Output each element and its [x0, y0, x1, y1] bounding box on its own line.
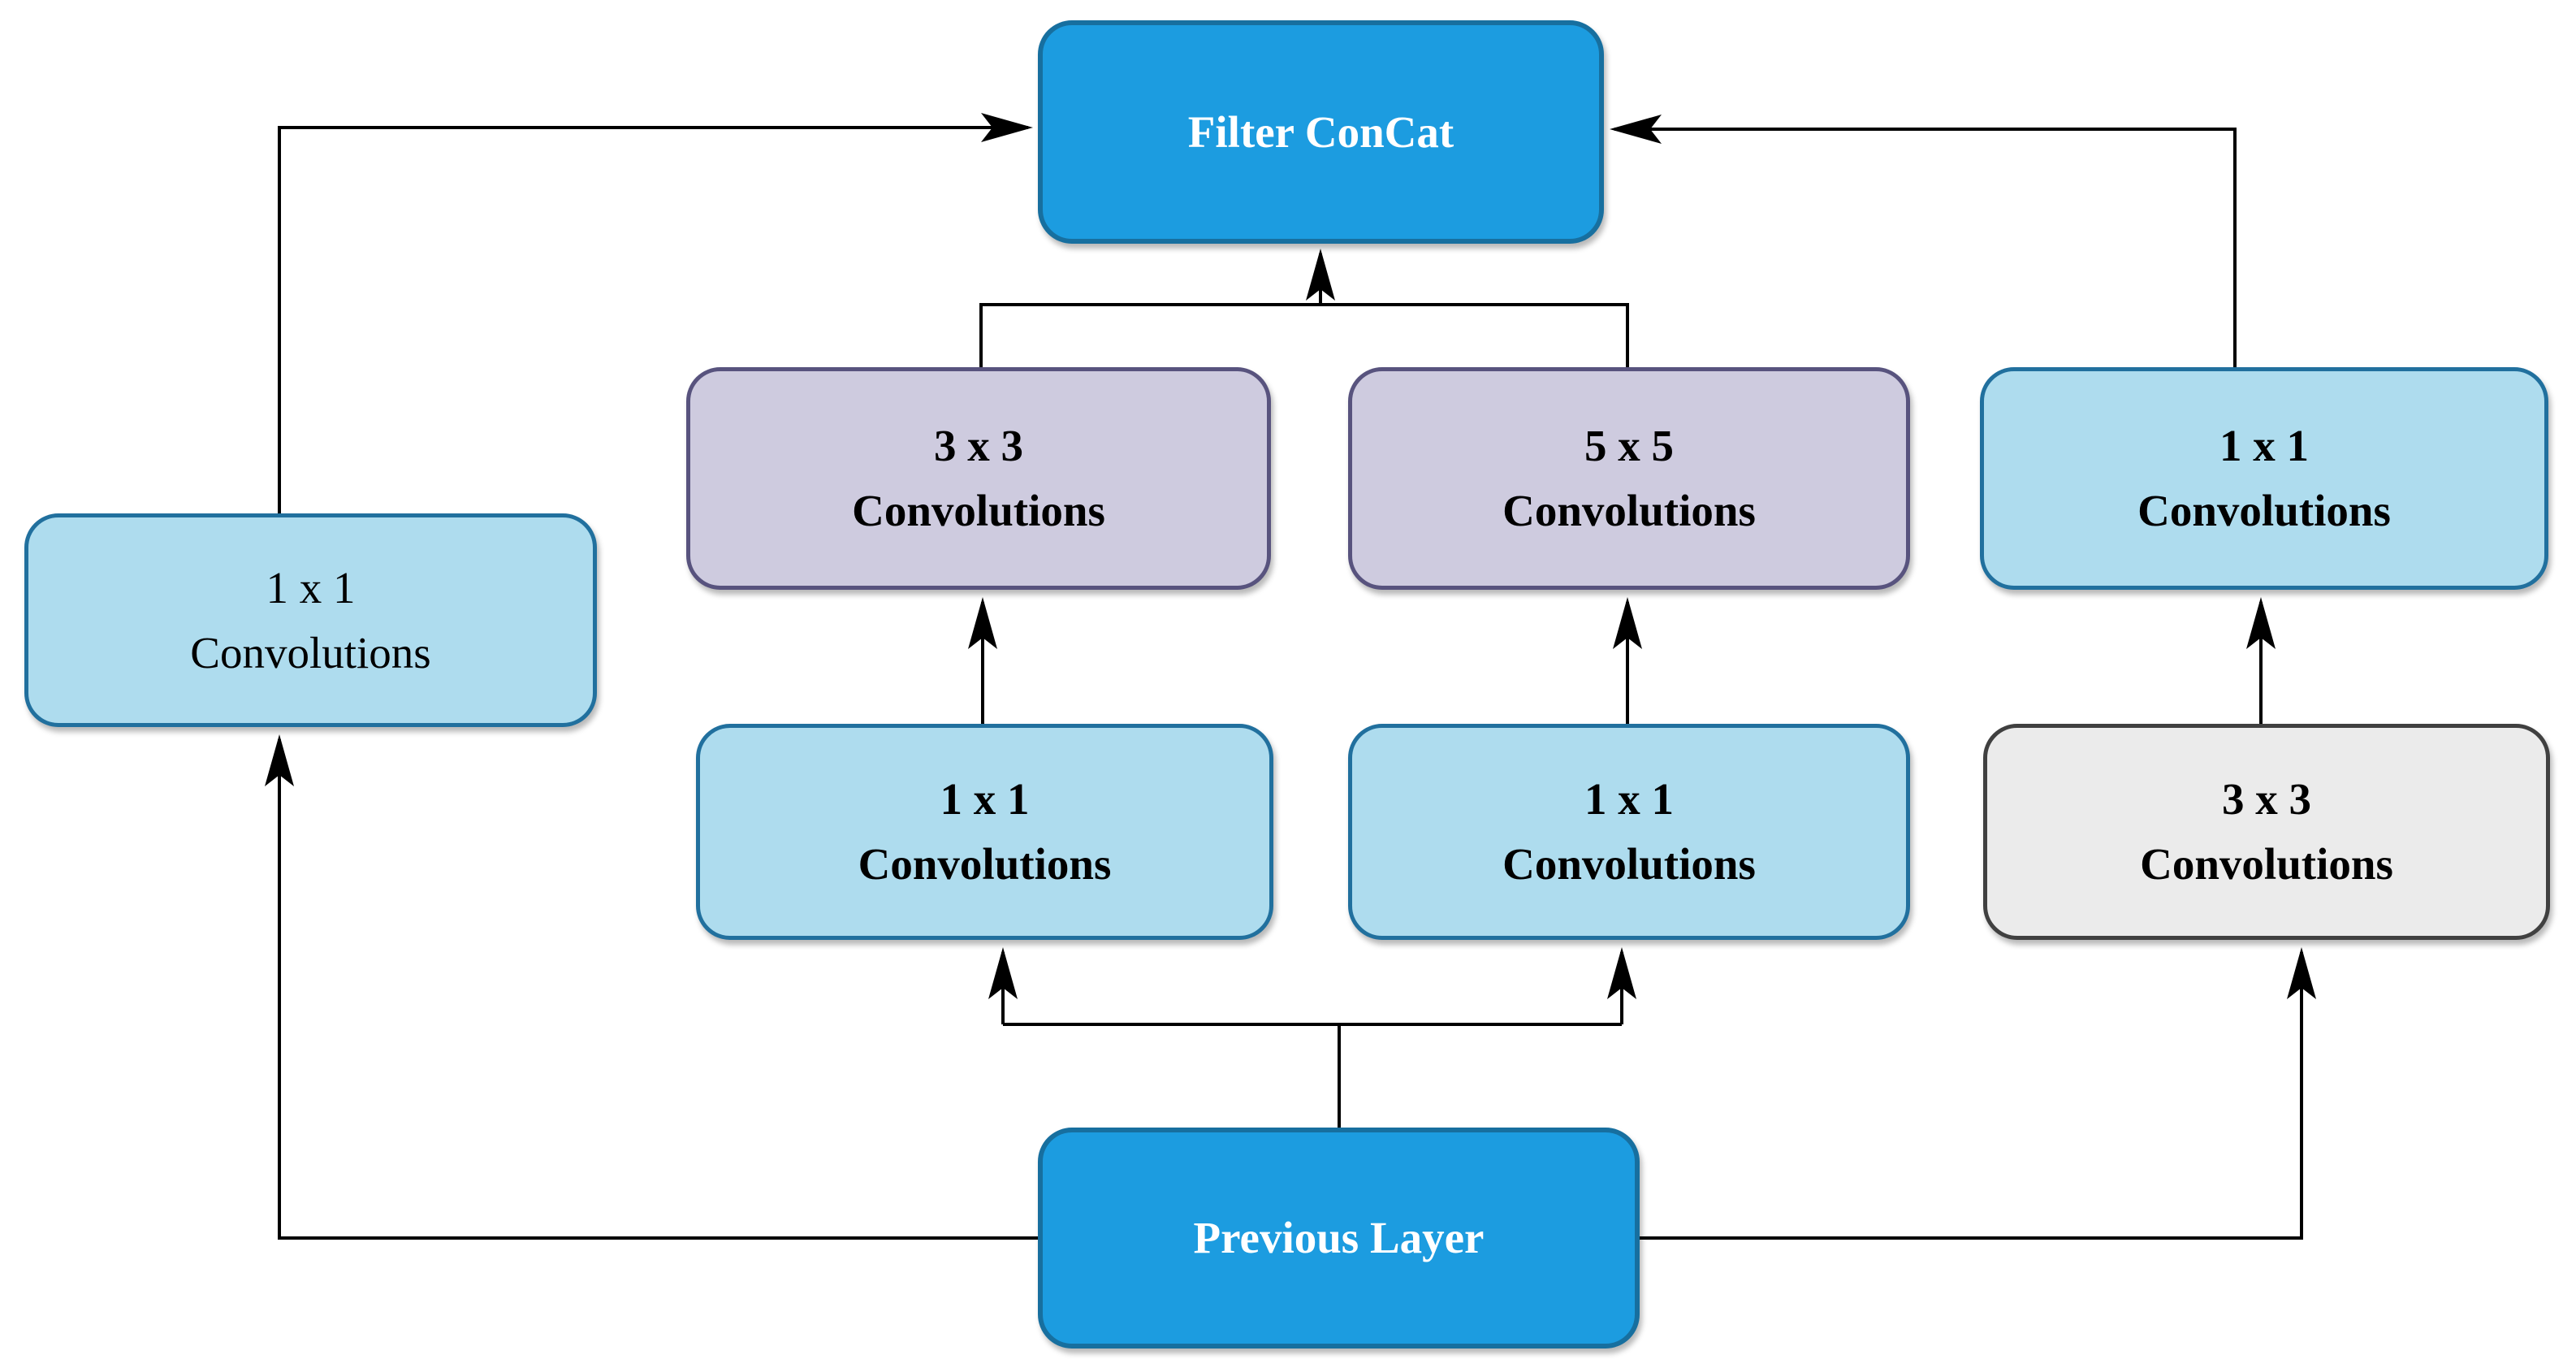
arrow-previous-to-right3x3: [1640, 947, 2316, 1240]
conv-1x1-mid-right-node: 1 x 1 Convolutions: [1348, 724, 1910, 940]
conv-1x1-left-label: Convolutions: [190, 627, 431, 678]
previous-layer-label: Previous Layer: [1193, 1213, 1485, 1263]
conv-5x5-mid-size: 5 x 5: [1584, 421, 1674, 471]
connector-previous-split-bracket: [1003, 1023, 1622, 1128]
conv-1x1-mid-left-label: Convolutions: [858, 839, 1112, 889]
conv-1x1-left-size: 1 x 1: [266, 562, 356, 613]
arrow-left1x1-to-filter-concat: [278, 113, 1033, 513]
conv-3x3-right-bottom-size: 3 x 3: [2222, 774, 2311, 825]
filter-concat-label: Filter ConCat: [1187, 106, 1454, 157]
conv-3x3-right-bottom-node: 3 x 3 Convolutions: [1983, 724, 2550, 940]
conv-3x3-mid-node: 3 x 3 Convolutions: [686, 367, 1271, 590]
conv-1x1-mid-left-size: 1 x 1: [940, 774, 1030, 825]
arrow-previous-to-left1x1: [265, 734, 1038, 1240]
conv-1x1-left-node: 1 x 1 Convolutions: [24, 513, 597, 727]
conv-3x3-mid-size: 3 x 3: [934, 421, 1023, 471]
filter-concat-node: Filter ConCat: [1038, 20, 1604, 244]
conv-1x1-mid-right-size: 1 x 1: [1584, 774, 1674, 825]
conv-1x1-right-top-node: 1 x 1 Convolutions: [1980, 367, 2548, 590]
conv-1x1-right-top-label: Convolutions: [2137, 486, 2391, 535]
conv-3x3-mid-label: Convolutions: [852, 486, 1105, 535]
conv-1x1-mid-left-node: 1 x 1 Convolutions: [696, 724, 1273, 940]
previous-layer-node: Previous Layer: [1038, 1128, 1640, 1349]
conv-5x5-mid-node: 5 x 5 Convolutions: [1348, 367, 1910, 590]
arrow-right1x1-to-filter-concat: [1610, 115, 2237, 367]
conv-1x1-right-top-size: 1 x 1: [2219, 421, 2309, 471]
conv-5x5-mid-label: Convolutions: [1502, 486, 1756, 535]
conv-1x1-mid-right-label: Convolutions: [1502, 839, 1756, 889]
conv-3x3-right-bottom-label: Convolutions: [2140, 839, 2393, 889]
connector-merge-bracket: [979, 303, 1629, 367]
